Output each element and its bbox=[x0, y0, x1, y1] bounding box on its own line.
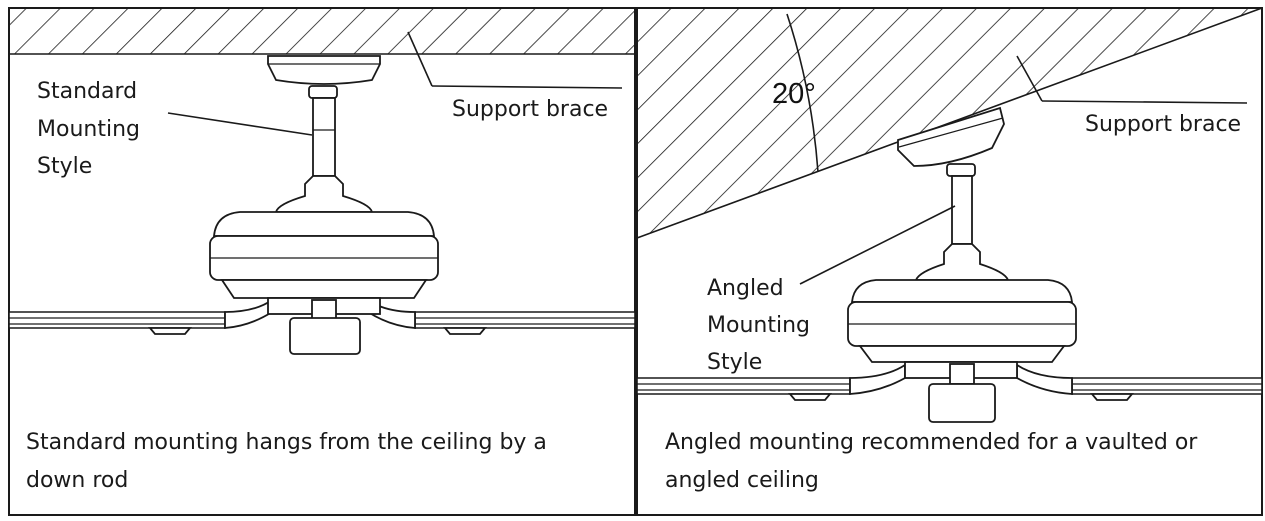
left-callout-leader bbox=[167, 112, 313, 136]
left-caption: Standard mounting hangs from the ceiling… bbox=[26, 430, 554, 493]
right-fan-blades bbox=[636, 363, 1263, 401]
angle-label: 20° bbox=[772, 78, 816, 110]
right-caption: Angled mounting recommended for a vaulte… bbox=[665, 430, 1204, 493]
right-callout-label: Angled Mounting Style bbox=[707, 276, 817, 375]
left-fan bbox=[209, 55, 439, 355]
left-panel: Standard Mounting Style Support brace St… bbox=[8, 7, 636, 516]
angle-arc bbox=[786, 13, 819, 173]
flat-ceiling bbox=[9, 8, 635, 54]
left-callout-label: Standard Mounting Style bbox=[37, 79, 147, 179]
left-support-brace-label: Support brace bbox=[452, 97, 608, 122]
right-fan bbox=[847, 106, 1077, 423]
right-panel: 20° bbox=[636, 7, 1263, 516]
right-support-brace-label: Support brace bbox=[1085, 112, 1241, 137]
right-support-leader bbox=[1016, 55, 1043, 102]
right-callout-leader bbox=[799, 205, 956, 285]
left-support-leader bbox=[407, 31, 433, 87]
left-fan-blades bbox=[8, 298, 636, 335]
